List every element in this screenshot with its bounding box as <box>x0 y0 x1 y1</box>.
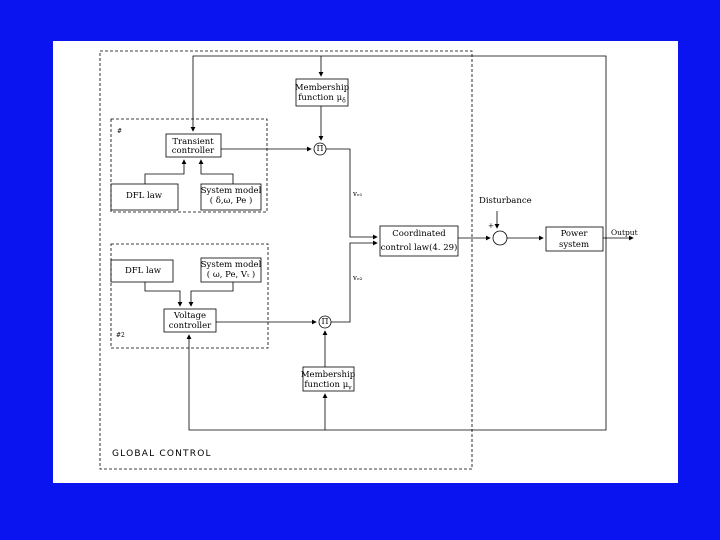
output-label: Output <box>611 228 638 237</box>
disturbance-label: Disturbance <box>479 196 532 206</box>
slide: Membership function μδ # Transient contr… <box>53 41 678 483</box>
dfl-law-2-box <box>110 259 174 283</box>
membership-bottom-box <box>302 366 355 392</box>
membership-top-box <box>295 78 349 107</box>
coordinated-box <box>379 225 459 257</box>
membership-top-line1: Membership <box>294 83 350 93</box>
dfl-law-2-label: DFL law <box>124 266 162 276</box>
global-control-frame <box>99 50 473 470</box>
voltage-controller-box <box>163 308 217 333</box>
voltage-line2: controller <box>168 321 212 331</box>
plus-sign: + <box>488 222 494 230</box>
v-f1-label: vₑ₁ <box>353 190 363 198</box>
power-system-box <box>545 226 604 252</box>
pi-bottom-label: Π <box>321 317 329 326</box>
system-model-2-box <box>200 257 262 283</box>
block-diagram <box>99 50 634 470</box>
summing-junction <box>492 230 508 246</box>
power-system-line1: Power <box>560 229 588 239</box>
group2-frame <box>110 243 269 349</box>
transient-line2: controller <box>171 146 215 156</box>
group1-frame <box>110 118 268 213</box>
voltage-line1: Voltage <box>173 311 207 321</box>
dfl-law-1-label: DFL law <box>125 191 163 201</box>
transient-line1: Transient <box>172 137 214 147</box>
membership-top-line2: function μδ <box>298 93 346 105</box>
power-system-line2: system <box>558 240 590 250</box>
dfl-law-1-box <box>110 183 179 211</box>
group1-label: # <box>117 128 123 135</box>
coordinated-line1: Coordinated <box>392 229 446 239</box>
membership-bottom-line1: Membership <box>300 370 356 380</box>
global-control-label: GLOBAL CONTROL <box>112 449 212 459</box>
group2-label: #2 <box>116 332 125 339</box>
transient-controller-box <box>165 133 222 158</box>
system-model-1-box <box>200 183 262 211</box>
coordinated-line2: control law(4. 29) <box>380 243 458 253</box>
system-model-2-line1: System model <box>200 260 262 270</box>
system-model-1-line2: ( δ,ω, Pe ) <box>209 196 253 206</box>
system-model-1-line1: System model <box>200 186 262 196</box>
system-model-2-line2: ( ω, Pe, Vₜ ) <box>206 270 256 280</box>
membership-bottom-line2: function μv <box>304 380 352 392</box>
v-f2-label: vₑ₂ <box>353 274 363 282</box>
pi-top-label: Π <box>316 144 324 153</box>
